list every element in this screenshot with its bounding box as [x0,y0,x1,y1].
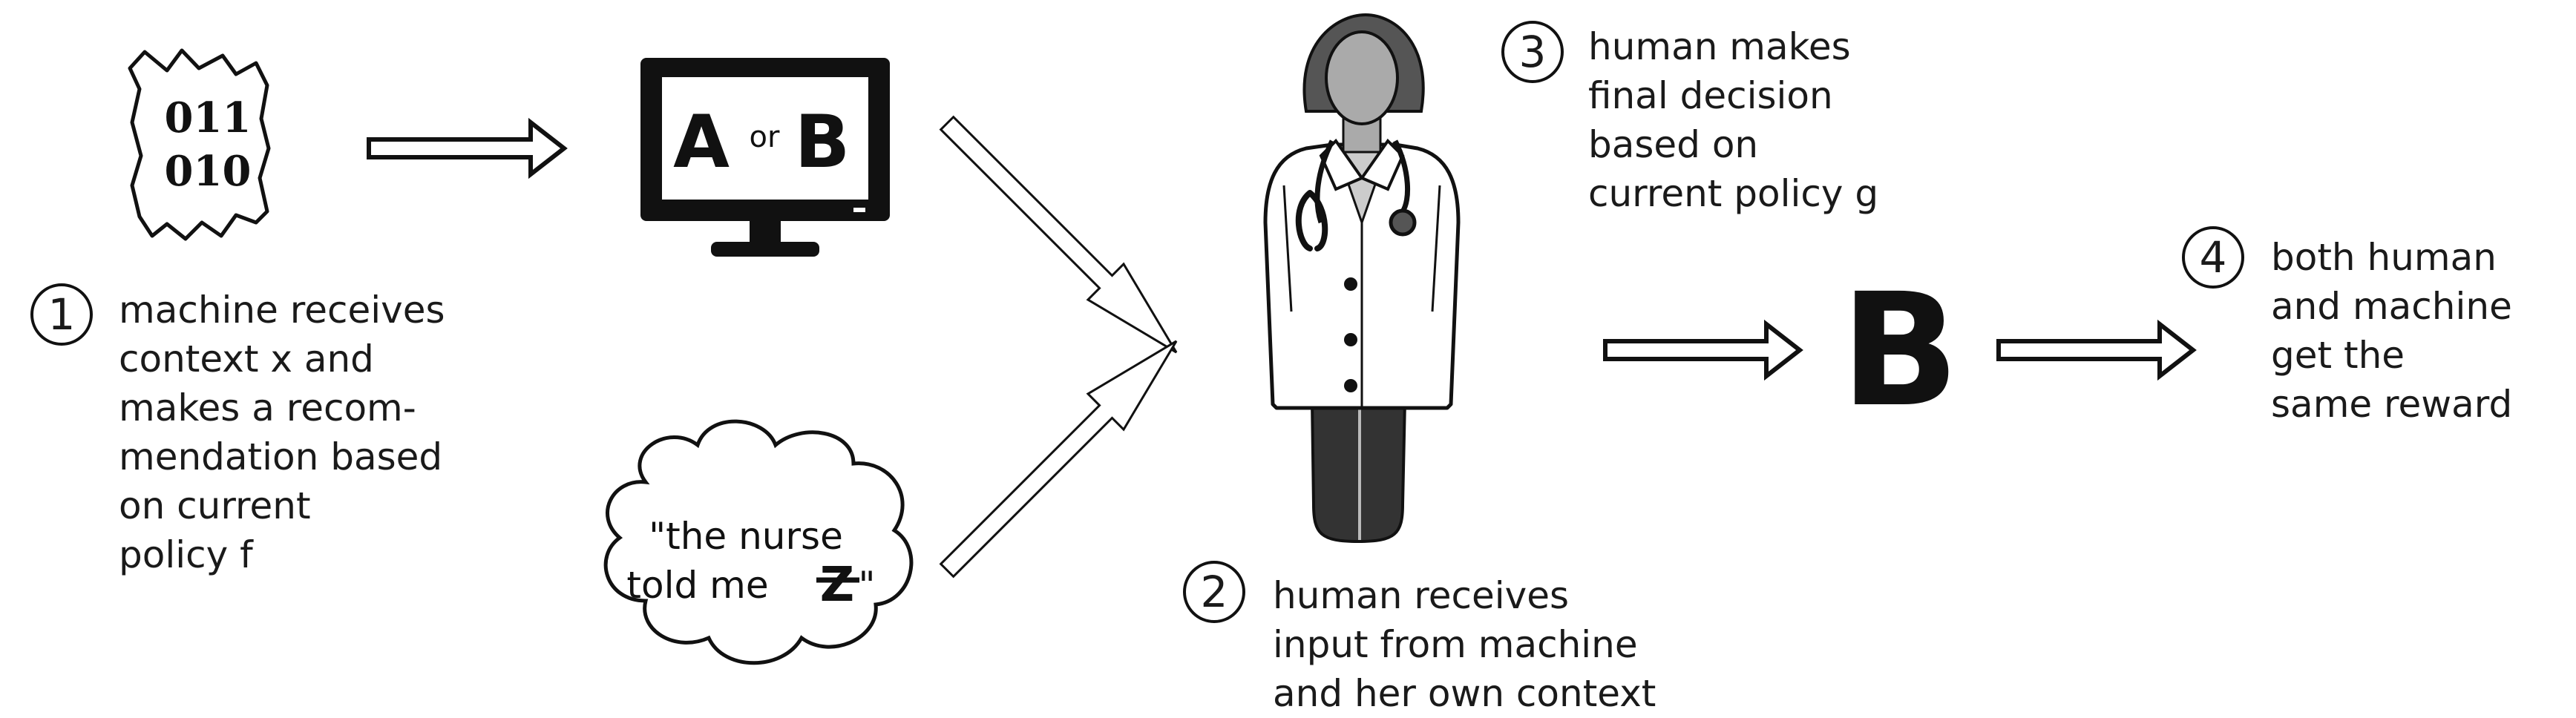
speech-line-2-text: told me [626,564,768,607]
step-4-caption: both human and machine get the same rewa… [2271,236,2513,426]
decision-letter: B [1841,260,1959,441]
binary-line-2: 010 [165,147,252,196]
step-1-caption: machine receives context x and makes a r… [119,289,445,576]
arrow-cloud-to-doctor [929,323,1194,588]
option-b-label: B [795,100,851,185]
speech-cloud: "the nurse told me Z " [603,419,914,665]
step-4-badge: 4 [2182,226,2244,289]
step-2-caption: human receives input from machine and he… [1273,574,1656,715]
speech-line-1: "the nurse [649,515,843,558]
arrow-data-to-monitor [367,117,568,180]
binary-line-1: 011 [165,93,252,142]
strikethrough-z-symbol: Z [820,558,854,613]
step-2-badge: 2 [1183,561,1245,623]
arrow-decision-to-reward [1996,319,2197,381]
speech-closing-quote: " [859,564,876,607]
doctor-figure [1263,13,1461,544]
arrow-monitor-to-doctor [929,105,1194,370]
step-3-badge: 3 [1501,21,1564,83]
monitor-icon: A or B [640,58,890,257]
binary-data-icon: 011 010 [128,48,271,241]
option-a-label: A [673,100,730,185]
speech-line-2: told me [626,564,768,607]
arrow-doctor-to-decision [1603,319,1803,381]
step-3-caption: human makes final decision based on curr… [1588,25,1879,215]
step-1-badge: 1 [30,283,93,346]
or-label: or [750,120,780,154]
